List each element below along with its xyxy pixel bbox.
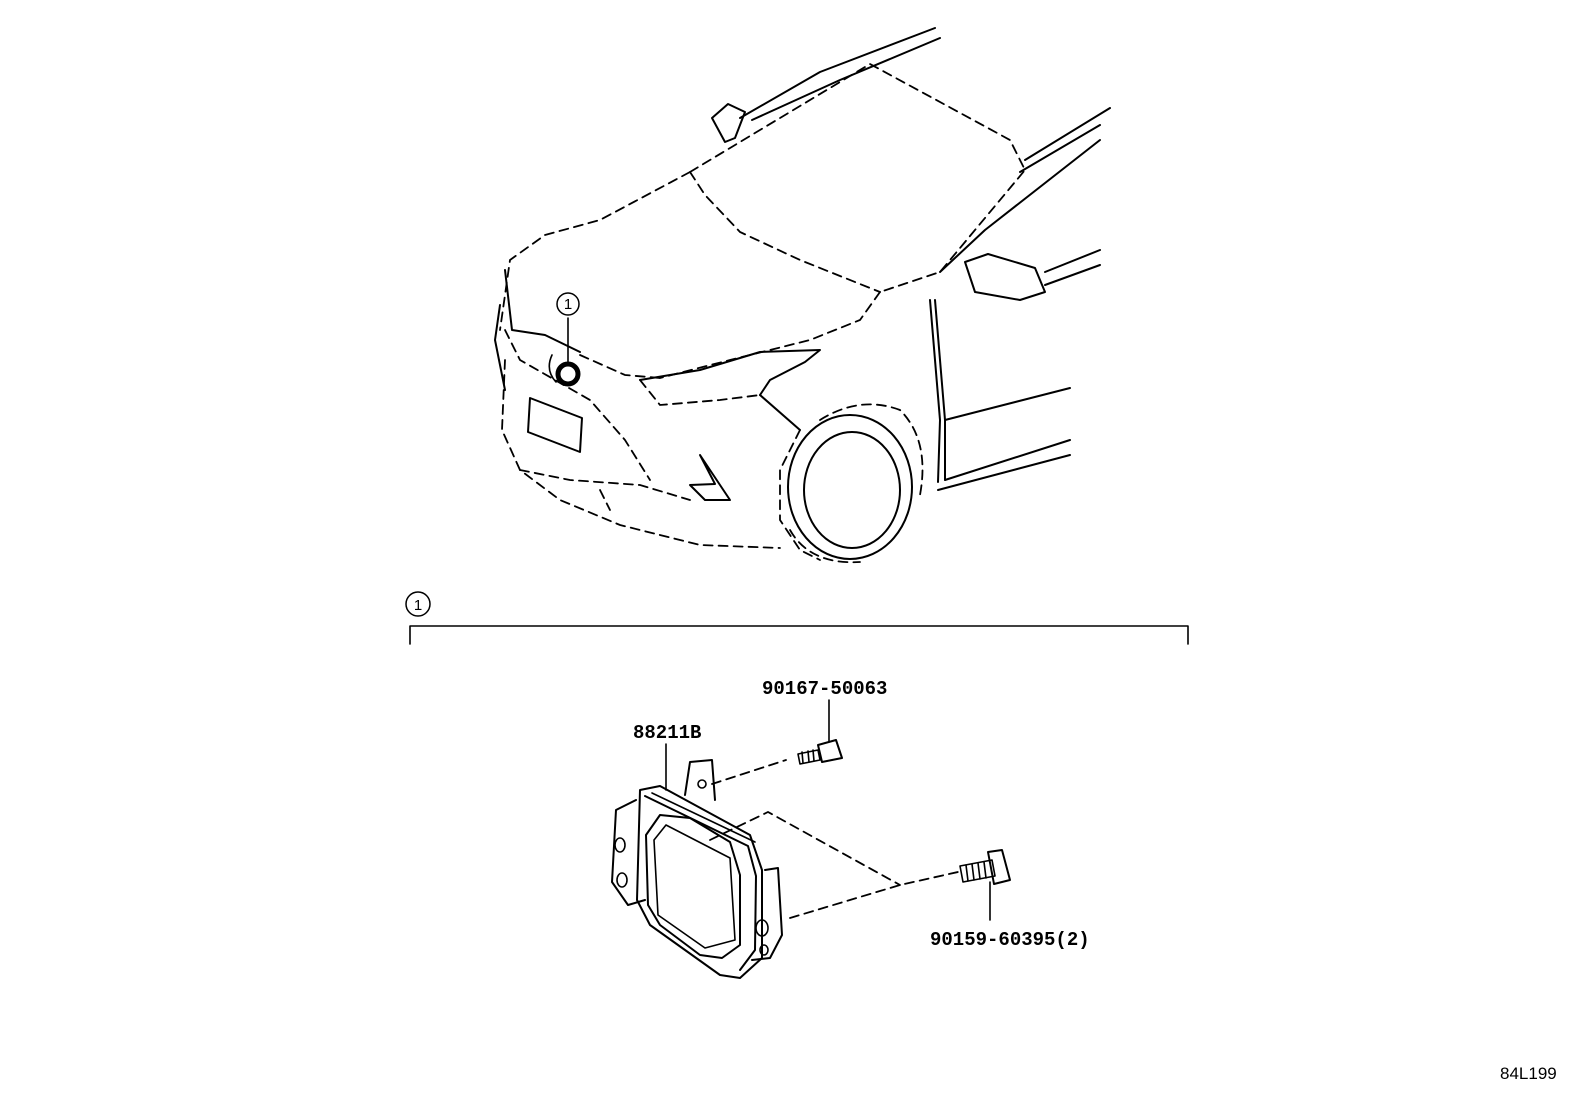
section-bracket: 1 — [405, 591, 1189, 645]
section-number: 1 — [414, 597, 422, 614]
callout-circle — [556, 292, 580, 316]
section-circle — [405, 591, 431, 617]
vehicle-illustration — [494, 27, 1111, 564]
sensor-part-number[interactable]: 88211B — [633, 722, 701, 744]
sensor-location-marker: 1 — [555, 292, 581, 387]
bolt-part — [959, 849, 1011, 921]
screw-part-number[interactable]: 90167-50063 — [762, 678, 887, 700]
screw-part — [797, 699, 843, 765]
fastener-guide-lines — [709, 759, 959, 919]
callout-number: 1 — [564, 296, 572, 313]
bolt-part-number[interactable]: 90159-60395(2) — [930, 929, 1090, 951]
illustration-code: 84L199 — [1500, 1064, 1557, 1083]
radar-sensor-assembly — [611, 759, 783, 979]
